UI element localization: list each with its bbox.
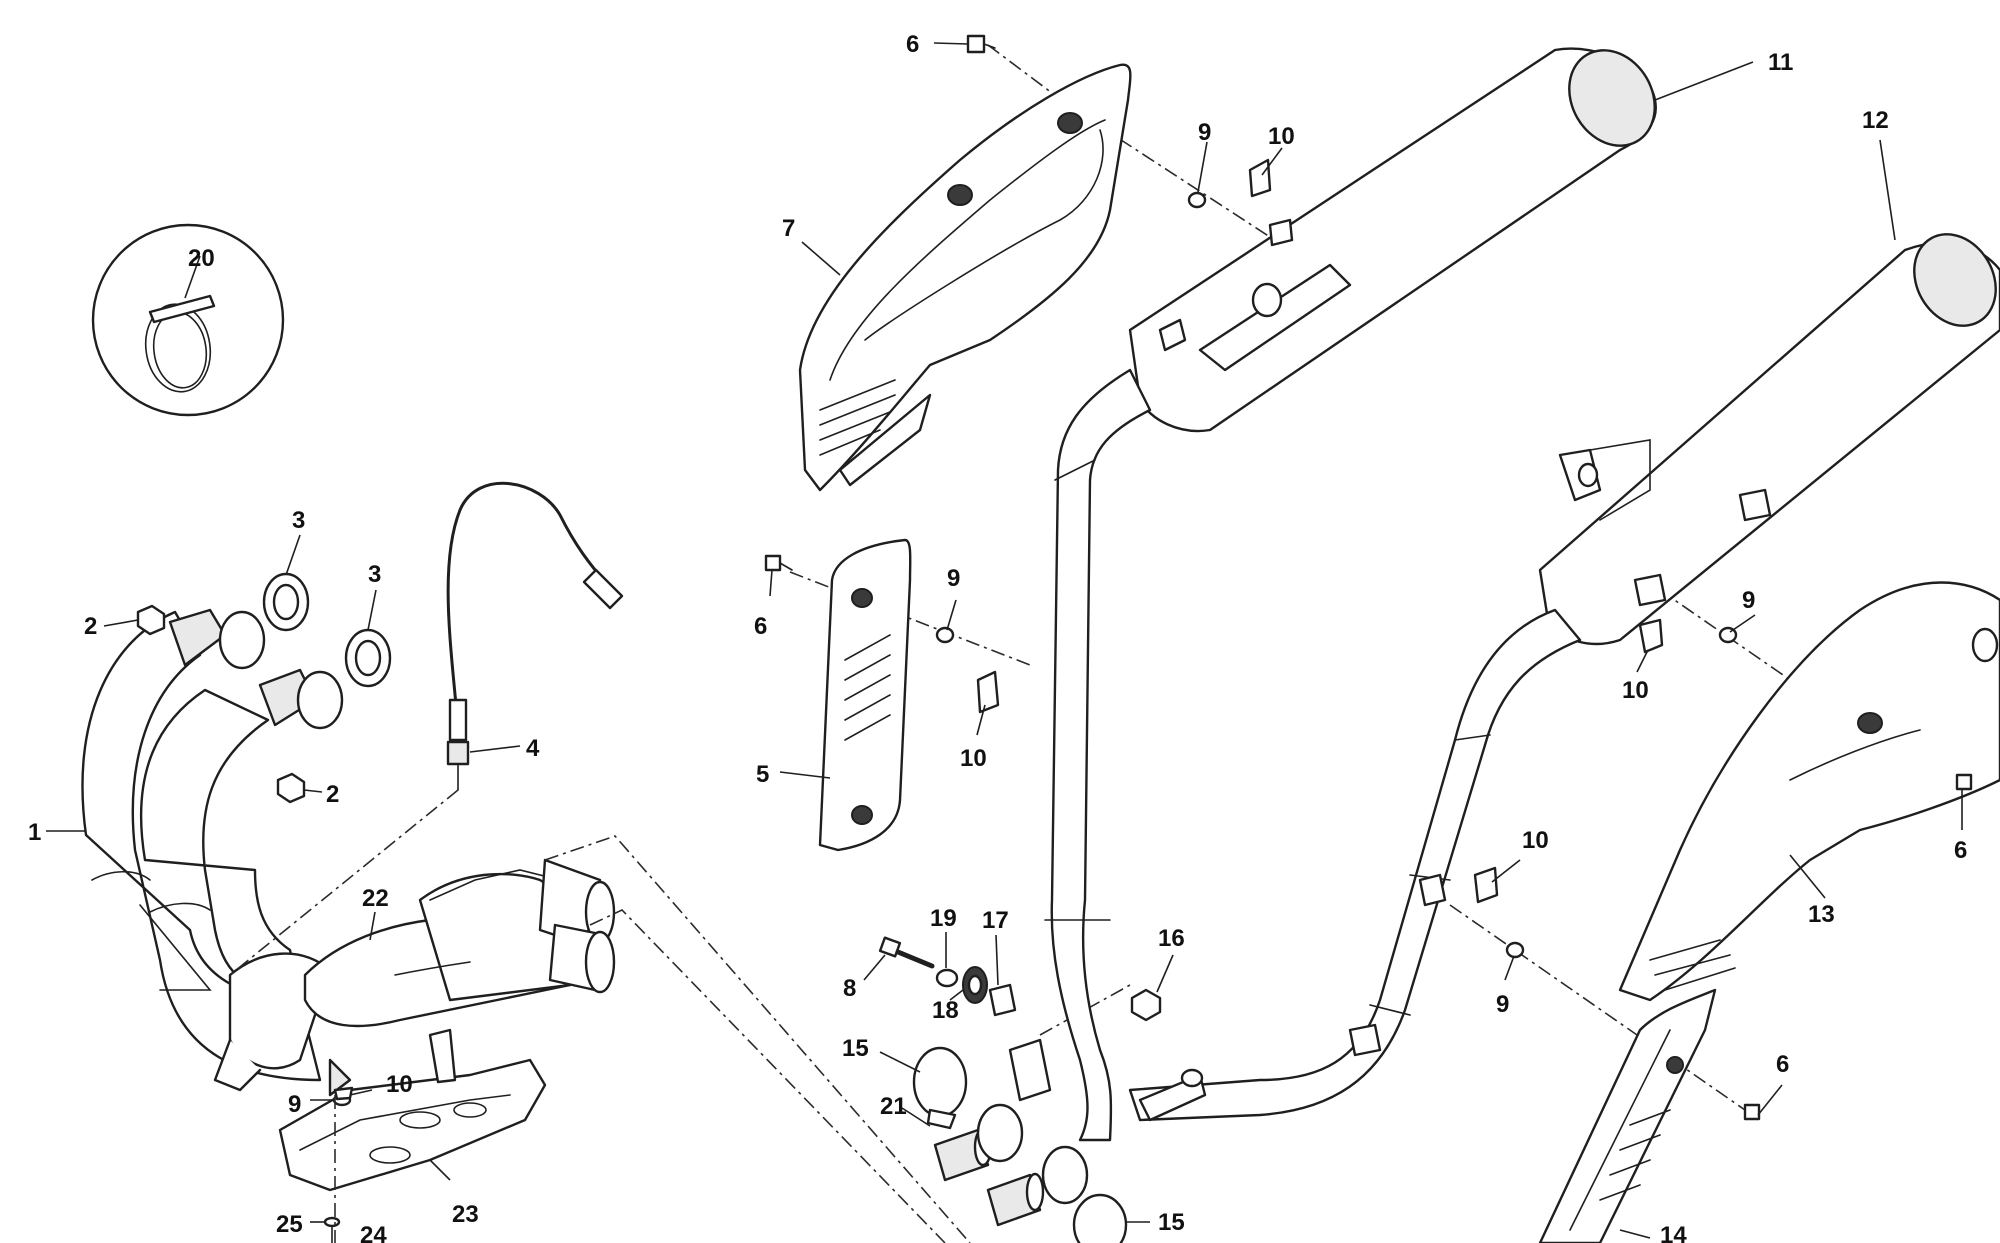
lower-right-heat-shield bbox=[1538, 988, 1717, 1243]
callout-21: 21 bbox=[880, 1093, 907, 1120]
callout-11: 11 bbox=[1768, 49, 1793, 76]
callout-9-guard: 9 bbox=[288, 1091, 301, 1118]
right-muffler bbox=[1538, 233, 2000, 646]
lower-heat-shield bbox=[278, 1028, 547, 1192]
callout-3-upper: 3 bbox=[292, 507, 305, 534]
assembly-line-sensor bbox=[229, 789, 459, 976]
callout-labels: 1 2 2 3 3 4 5 6 6 6 6 7 8 9 9 9 9 9 10 1… bbox=[28, 31, 1967, 1243]
assembly-line-shield7 bbox=[987, 44, 1291, 251]
callout-7: 7 bbox=[782, 215, 795, 242]
callout-14: 14 bbox=[1660, 1222, 1687, 1243]
detail-circle-clamp bbox=[91, 223, 285, 417]
pipe-clamp-upper bbox=[912, 1046, 968, 1130]
mount-spacer bbox=[988, 983, 1017, 1017]
callout-10-lower: 10 bbox=[1522, 827, 1549, 854]
pipe-clamp-lower bbox=[1072, 1193, 1128, 1243]
washer-lower bbox=[1505, 941, 1525, 959]
callout-13: 13 bbox=[1808, 901, 1835, 928]
bolt-lower-right bbox=[1743, 1103, 1761, 1121]
callout-16: 16 bbox=[1158, 925, 1185, 952]
mount-nut bbox=[1130, 988, 1162, 1022]
callout-6-mid: 6 bbox=[754, 613, 767, 640]
flange-nut-upper bbox=[136, 604, 166, 636]
guard-washer bbox=[332, 1086, 354, 1107]
catalyst-collector bbox=[213, 858, 616, 1097]
left-link-pipe bbox=[1008, 368, 1152, 1142]
callout-17: 17 bbox=[982, 907, 1009, 934]
left-muffler bbox=[1128, 47, 1657, 433]
callout-10-top: 10 bbox=[1268, 123, 1295, 150]
callout-23: 23 bbox=[452, 1201, 479, 1228]
callout-9-top: 9 bbox=[1198, 119, 1211, 146]
callout-3-lower: 3 bbox=[368, 561, 381, 588]
assembly-line-cat-upper bbox=[544, 835, 971, 1243]
right-heat-shield bbox=[1618, 581, 2000, 1002]
assembly-line-shield5 bbox=[789, 571, 1031, 666]
callout-9-lower: 9 bbox=[1496, 991, 1509, 1018]
oxygen-sensor bbox=[446, 481, 624, 791]
callout-8: 8 bbox=[843, 975, 856, 1002]
flange-nut-lower bbox=[276, 772, 306, 804]
mid-heat-shield bbox=[818, 538, 912, 852]
callout-15-lower: 15 bbox=[1158, 1209, 1185, 1236]
callout-9-right: 9 bbox=[1742, 587, 1755, 614]
callout-24: 24 bbox=[360, 1222, 387, 1243]
gasket-lower bbox=[344, 628, 392, 688]
callout-18: 18 bbox=[932, 997, 959, 1024]
assembly-line-lower-right bbox=[1449, 904, 1746, 1111]
clip-nut-mid bbox=[976, 670, 1000, 714]
callout-10-right: 10 bbox=[1622, 677, 1649, 704]
pipe-inlet-lower bbox=[1041, 1145, 1089, 1205]
bolt-mid bbox=[764, 554, 793, 572]
callout-25: 25 bbox=[276, 1211, 303, 1238]
slip-sleeve-lower bbox=[986, 1172, 1045, 1227]
callout-9-mid: 9 bbox=[947, 565, 960, 592]
callout-10-mid: 10 bbox=[960, 745, 987, 772]
leader-lines bbox=[46, 42, 1963, 1239]
mount-washer bbox=[935, 968, 959, 988]
assembly-line-bracket bbox=[1039, 984, 1131, 1036]
pipe-inlet-upper bbox=[976, 1103, 1024, 1163]
rubber-grommet bbox=[962, 966, 988, 1004]
right-link-pipe bbox=[1128, 608, 1582, 1122]
callout-1: 1 bbox=[28, 819, 41, 846]
callout-2-upper: 2 bbox=[84, 613, 97, 640]
callout-4: 4 bbox=[526, 735, 540, 762]
clip-nut-lower bbox=[1473, 866, 1499, 904]
callout-10-guard: 10 bbox=[386, 1071, 413, 1098]
callout-22: 22 bbox=[362, 885, 389, 912]
washer-mid bbox=[935, 626, 955, 644]
callout-2-lower: 2 bbox=[326, 781, 339, 808]
clip-nut-right bbox=[1638, 618, 1664, 654]
callout-6-lower: 6 bbox=[1776, 1051, 1789, 1078]
callout-20: 20 bbox=[188, 245, 215, 272]
bolt-right bbox=[1955, 773, 1973, 791]
clip-nut-top bbox=[1248, 158, 1272, 198]
guard-bolt bbox=[323, 1216, 341, 1243]
callout-15-upper: 15 bbox=[842, 1035, 869, 1062]
callout-6-top: 6 bbox=[906, 31, 919, 58]
assembly-line-cat-lower bbox=[589, 909, 946, 1243]
mount-bolt bbox=[878, 936, 935, 969]
callout-19: 19 bbox=[930, 905, 957, 932]
callout-12: 12 bbox=[1862, 107, 1889, 134]
washer-top bbox=[1187, 191, 1207, 209]
bolt-top bbox=[966, 34, 996, 54]
callout-6-right: 6 bbox=[1954, 837, 1967, 864]
upper-heat-shield bbox=[798, 63, 1132, 492]
callout-5: 5 bbox=[756, 761, 769, 788]
exhaust-header-pipes bbox=[81, 608, 344, 1082]
gasket-upper bbox=[262, 572, 310, 632]
